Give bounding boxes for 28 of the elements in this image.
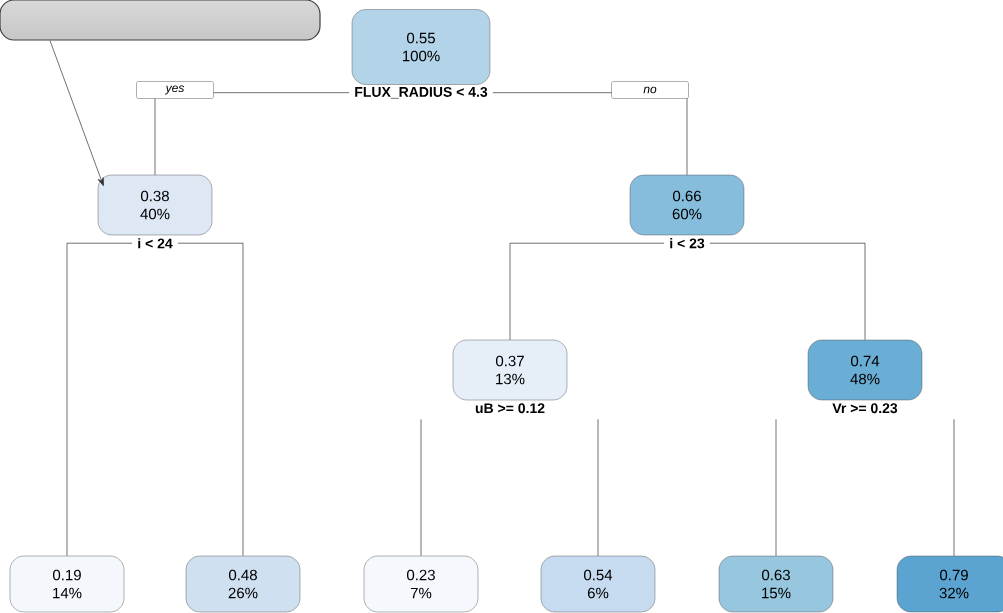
arrow (49, 40, 104, 187)
node-box: 0.79 32% (896, 555, 1003, 613)
node-box: 0.55 100% (351, 9, 491, 85)
connector (509, 242, 665, 341)
connector (709, 242, 866, 341)
split-label: uB >= 0.12 (475, 403, 545, 414)
node-box: 0.48 26% (185, 555, 301, 613)
edge-label: no (611, 81, 689, 99)
node-box: 0.37 13% (452, 339, 568, 401)
callout-box (0, 0, 321, 41)
node-box: 0.63 15% (718, 555, 834, 613)
split-label: Vr >= 0.23 (832, 403, 898, 414)
node-box: 0.19 14% (9, 555, 125, 613)
connector (66, 242, 133, 557)
split-label: i < 23 (670, 238, 705, 249)
connector (177, 242, 244, 557)
connector (775, 419, 777, 557)
connector (597, 419, 599, 557)
split-label: i < 24 (138, 238, 173, 249)
split-label: FLUX_RADIUS < 4.3 (355, 86, 488, 99)
node-box: 0.23 7% (363, 555, 479, 613)
node-box: 0.66 60% (629, 174, 745, 236)
connector (953, 419, 955, 557)
node-box: 0.54 6% (540, 555, 656, 613)
connector (420, 419, 422, 557)
node-box: 0.74 48% (807, 339, 923, 401)
edge-label: yes (136, 81, 214, 99)
node-box: 0.38 40% (97, 174, 213, 236)
